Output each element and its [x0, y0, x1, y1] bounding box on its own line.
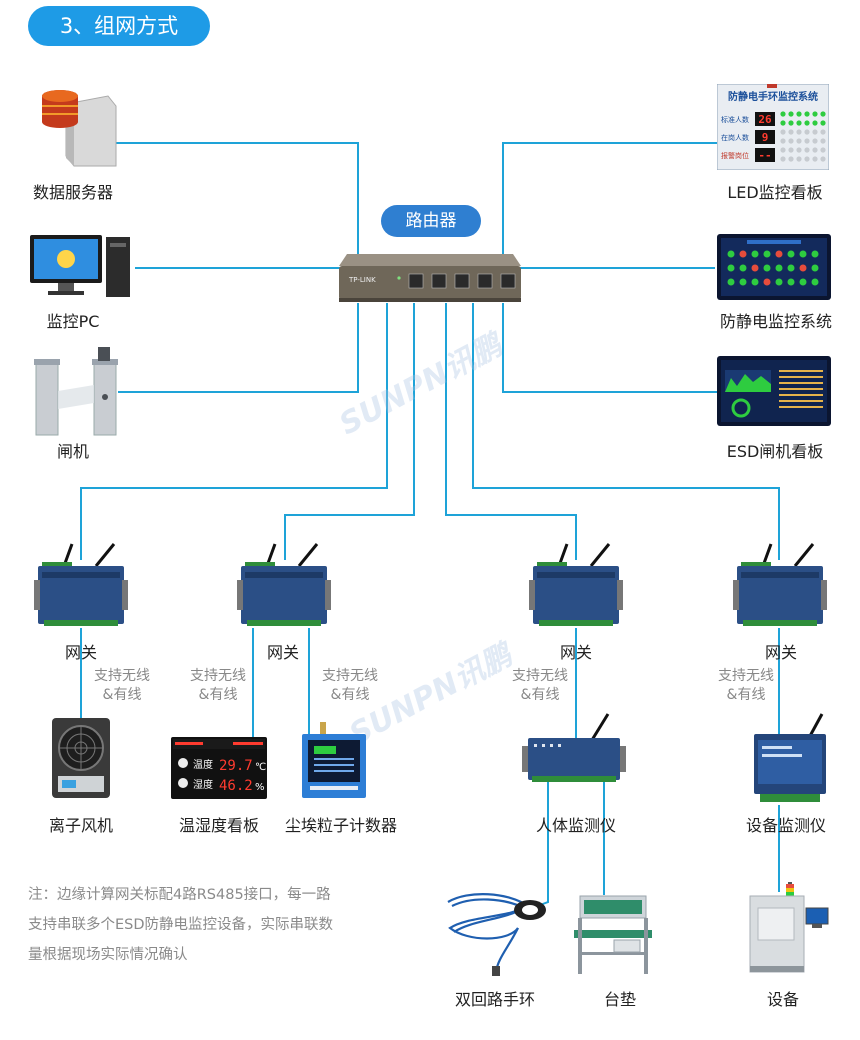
- device-label-body-monitor: 人体监测仪: [535, 816, 616, 835]
- gateway-label: 网关: [266, 643, 299, 662]
- router-brand: TP-LINK: [348, 276, 376, 284]
- gateway-label: 网关: [64, 643, 97, 662]
- body-monitor-icon: [522, 712, 626, 786]
- svg-text:温度: 温度: [193, 758, 213, 771]
- footnote: 注：边缘计算网关标配4路RS485接口，每一路 支持串联多个ESD防静电监控设备…: [28, 887, 334, 963]
- dust-particle-counter-icon: [300, 722, 368, 800]
- svg-text:26: 26: [758, 113, 772, 126]
- svg-text:℃: ℃: [255, 762, 266, 773]
- led-board-icon: 防静电手环监控系统 标准人数 在岗人数 报警岗位 26 9 --: [716, 83, 830, 171]
- gateway-label: 网关: [559, 643, 592, 662]
- device-label-ion-fan: 离子风机: [48, 816, 113, 835]
- gateway-icon: [237, 540, 331, 628]
- database-server-icon: [38, 86, 118, 168]
- svg-text:--: --: [758, 149, 771, 162]
- node-label-esd-gate-board: ESD闸机看板: [726, 442, 824, 461]
- bottom-device-label-wristband: 双回路手环: [454, 990, 535, 1009]
- bottom-device-label-equipment: 设备: [766, 990, 799, 1009]
- support-note: 支持无线&有线: [94, 668, 150, 703]
- support-note: 支持无线&有线: [512, 668, 568, 703]
- bottom-device-label-mat: 台垫: [603, 990, 636, 1009]
- section-title: 3、组网方式: [28, 6, 210, 46]
- led-board-title: 防静电手环监控系统: [728, 90, 818, 103]
- support-note: 支持无线&有线: [190, 668, 246, 703]
- gateway-icon: [733, 540, 827, 628]
- node-label-monitor-pc: 监控PC: [46, 312, 100, 331]
- gateway-icon: [529, 540, 623, 628]
- esd-gate-board-icon: [717, 356, 831, 426]
- humidity-value: 46.2: [219, 778, 253, 794]
- svg-text:9: 9: [762, 131, 769, 144]
- svg-text:在岗人数: 在岗人数: [721, 133, 749, 142]
- gateway-icon: [34, 540, 128, 628]
- device-label-temp-board: 温湿度看板: [178, 816, 259, 835]
- esd-monitor-system-icon: [717, 234, 831, 300]
- svg-text:湿度: 湿度: [193, 778, 213, 791]
- ion-fan-icon: [50, 716, 112, 800]
- esd-table-mat-icon: [574, 892, 652, 976]
- node-label-turnstile: 闸机: [56, 442, 89, 461]
- device-label-equipment-monitor: 设备监测仪: [745, 816, 826, 835]
- svg-text:%: %: [255, 782, 265, 793]
- equipment-monitor-icon: [750, 712, 830, 806]
- node-label-data-server: 数据服务器: [32, 183, 113, 202]
- temperature-value: 29.7: [219, 758, 253, 774]
- equipment-machine-icon: [746, 882, 832, 974]
- router-icon: TP-LINK: [337, 252, 523, 304]
- device-label-dust-counter: 尘埃粒子计数器: [284, 816, 397, 835]
- svg-text:报警岗位: 报警岗位: [721, 151, 749, 160]
- support-note: 支持无线&有线: [718, 668, 774, 703]
- wristband-icon: [438, 888, 554, 978]
- turnstile-gate-icon: [34, 345, 120, 437]
- temp-humidity-board: 温度 湿度 29.7 ℃ 46.2 %: [171, 737, 267, 799]
- node-label-esd-system: 防静电监控系统: [719, 312, 832, 331]
- router-label: 路由器: [381, 205, 481, 237]
- monitor-pc-icon: [28, 233, 132, 299]
- gateway-label: 网关: [764, 643, 797, 662]
- svg-text:标准人数: 标准人数: [721, 115, 749, 124]
- support-note: 支持无线&有线: [322, 668, 378, 703]
- node-label-led-board: LED监控看板: [727, 183, 823, 202]
